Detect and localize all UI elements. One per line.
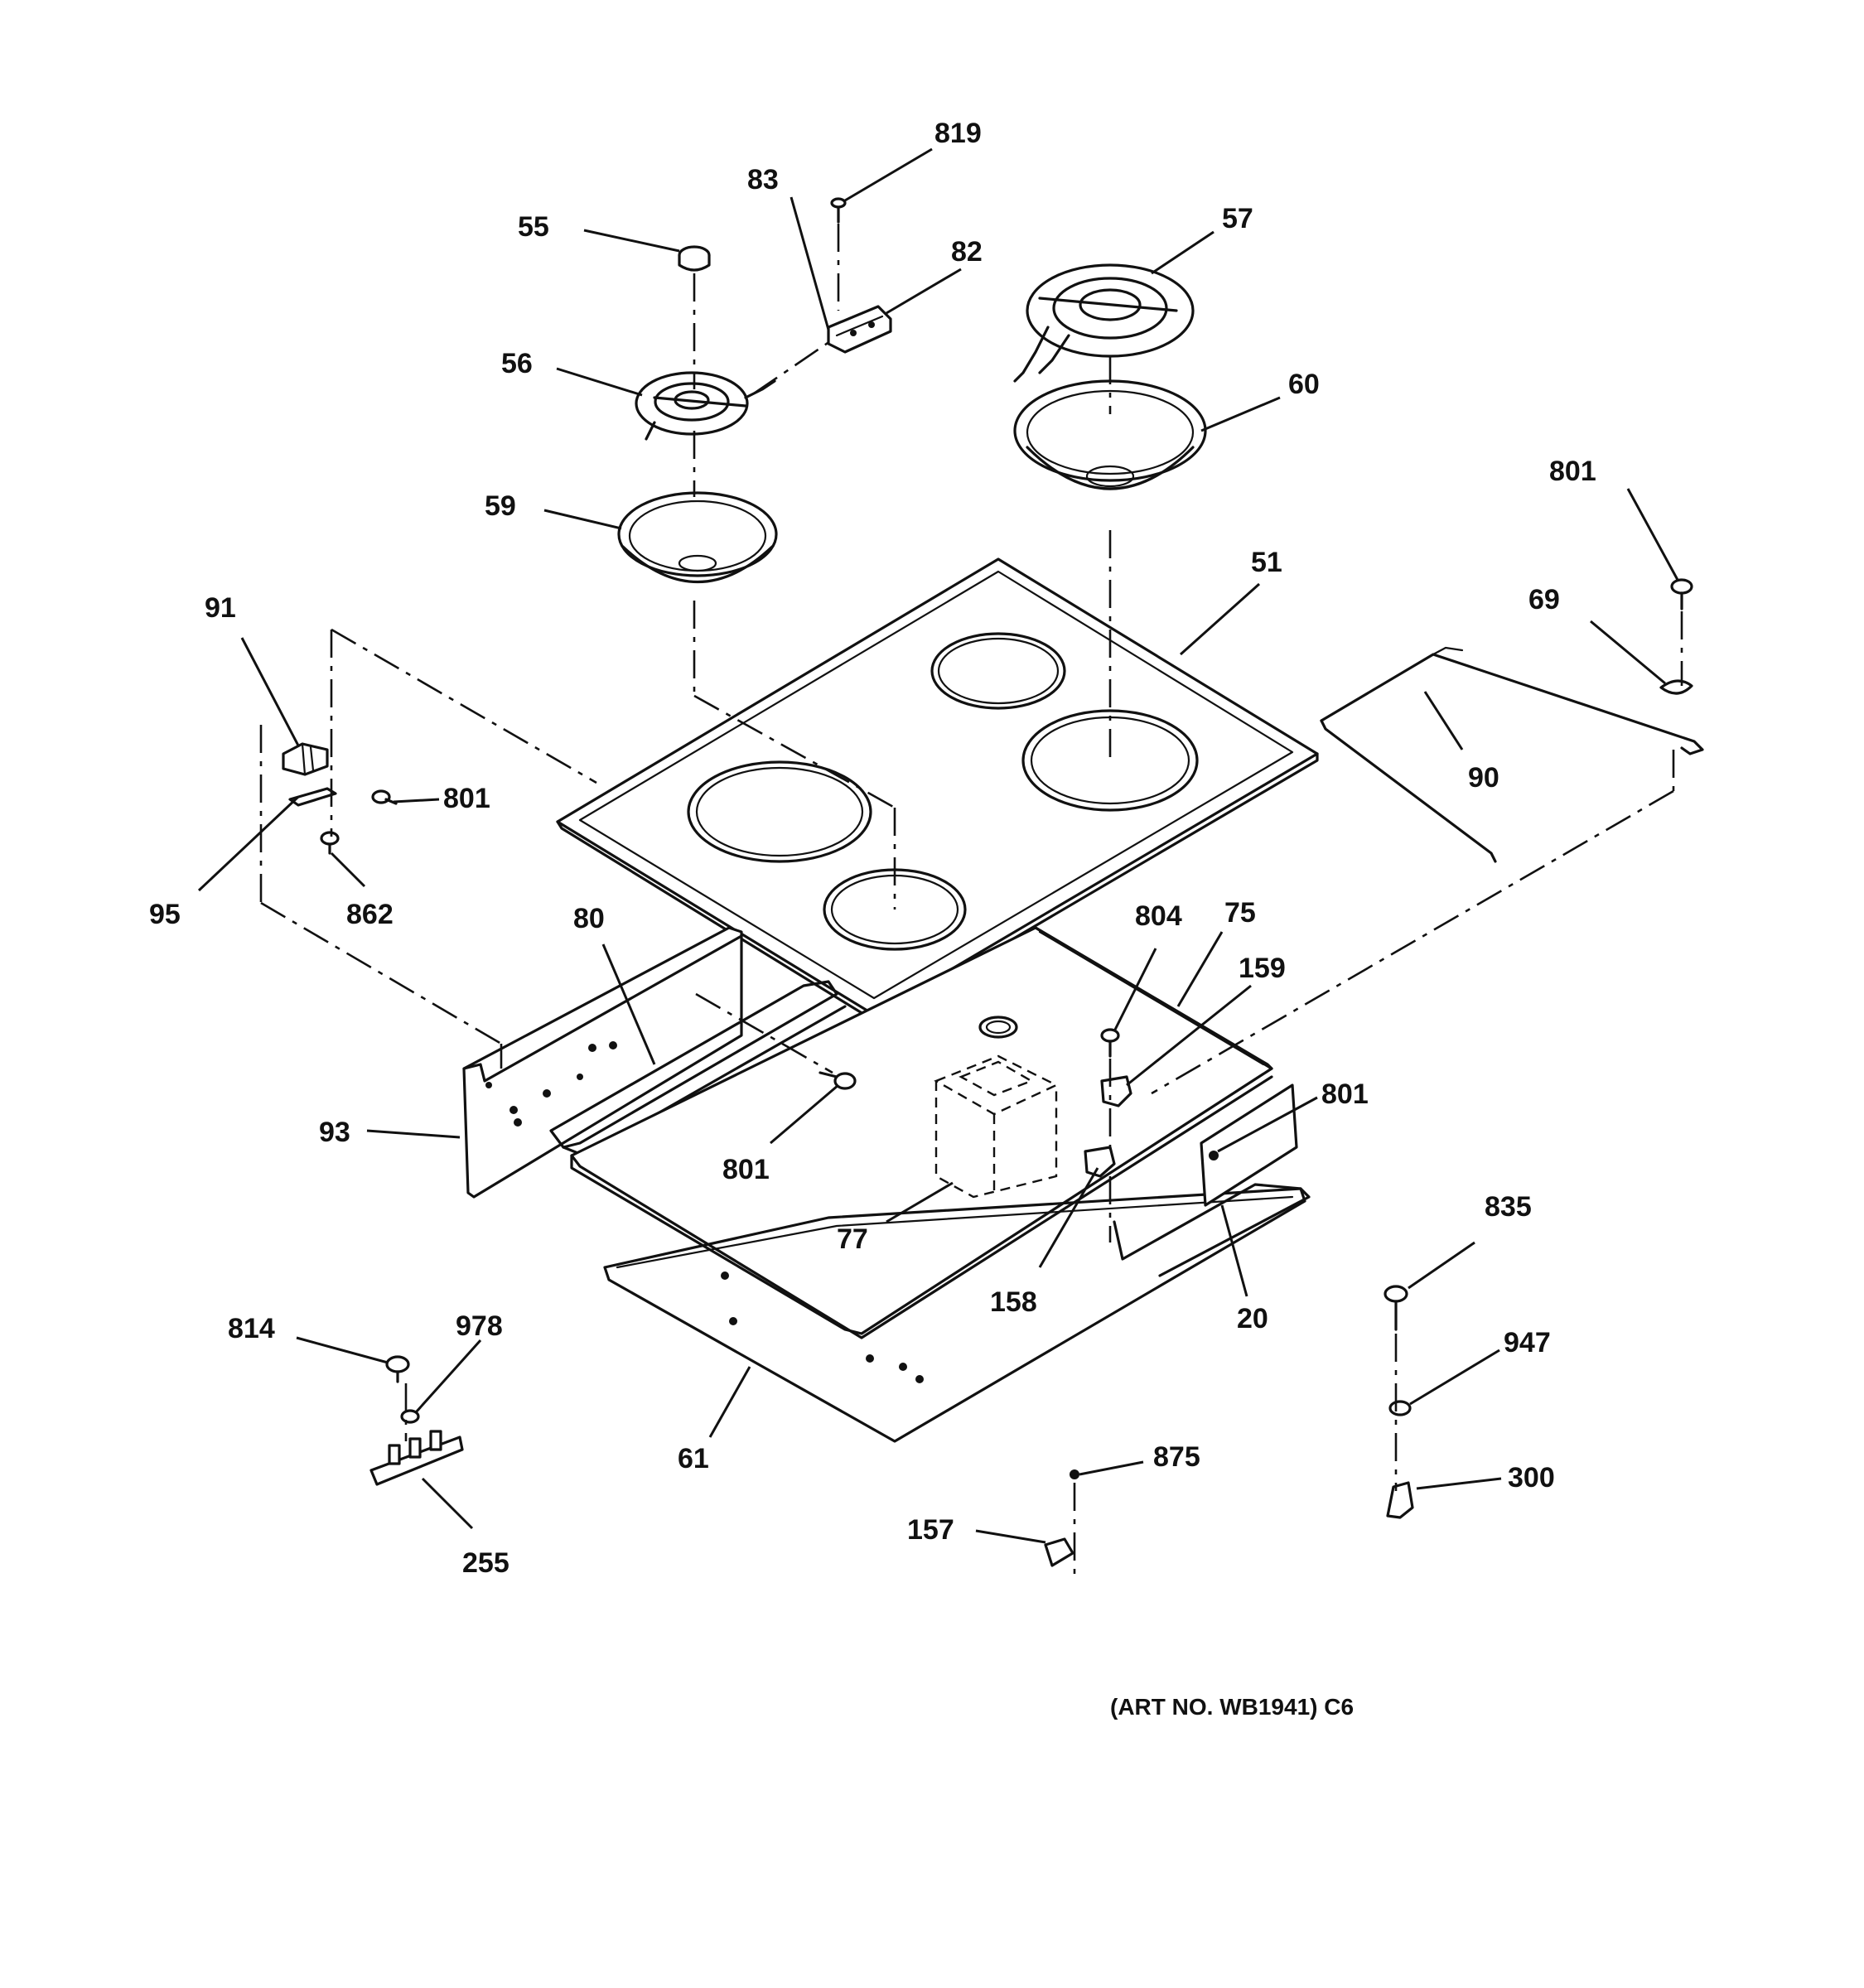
burner-box <box>570 926 1273 1339</box>
label-69: 69 <box>1528 584 1560 615</box>
receptacle-82 <box>827 305 892 354</box>
washer-947 <box>1388 1400 1412 1416</box>
screw-801-top-right <box>1670 578 1693 610</box>
screw-819 <box>830 197 847 224</box>
screw-814 <box>385 1355 410 1383</box>
screw-801-center <box>819 1071 857 1090</box>
bracket-90 <box>1320 646 1704 863</box>
label-804: 804 <box>1135 900 1182 932</box>
terminal-block-255 <box>369 1430 464 1486</box>
label-801-right: 801 <box>1321 1078 1369 1110</box>
assembly-lines <box>259 224 1683 1578</box>
screw-801-left <box>371 789 398 805</box>
label-80: 80 <box>573 903 605 934</box>
surface-unit-57 <box>1013 263 1195 383</box>
label-801-left: 801 <box>443 783 490 814</box>
washer-978 <box>400 1409 420 1424</box>
label-801-center: 801 <box>722 1154 770 1185</box>
clip-95 <box>288 787 337 807</box>
bracket-157 <box>1044 1537 1074 1567</box>
label-300: 300 <box>1508 1462 1555 1493</box>
label-51: 51 <box>1251 547 1282 578</box>
label-255: 255 <box>462 1547 509 1579</box>
label-77: 77 <box>837 1223 868 1255</box>
label-157: 157 <box>907 1514 954 1546</box>
leader-lines <box>197 147 1679 1544</box>
label-90: 90 <box>1468 762 1499 794</box>
label-20: 20 <box>1237 1303 1268 1334</box>
label-862: 862 <box>346 899 394 930</box>
screw-804 <box>1100 1028 1120 1058</box>
label-55: 55 <box>518 211 549 243</box>
label-875: 875 <box>1153 1441 1200 1473</box>
label-57: 57 <box>1222 203 1253 234</box>
bottom-pan-61 <box>603 1187 1306 1443</box>
label-82: 82 <box>951 236 983 268</box>
switch-158 <box>1084 1146 1116 1178</box>
label-819: 819 <box>934 118 982 149</box>
label-835: 835 <box>1485 1191 1532 1223</box>
label-83: 83 <box>747 164 779 195</box>
label-56: 56 <box>501 348 533 379</box>
bracket-91 <box>282 742 329 776</box>
side-panel-93 <box>462 926 743 1199</box>
leveler-300 <box>1386 1481 1414 1519</box>
fastener-69 <box>1659 679 1693 695</box>
label-93: 93 <box>319 1117 350 1148</box>
plate-20 <box>1113 1083 1311 1277</box>
box-77 <box>934 1016 1059 1199</box>
label-814: 814 <box>228 1313 275 1344</box>
label-75: 75 <box>1224 897 1256 929</box>
label-978: 978 <box>456 1310 503 1342</box>
label-801-top-right: 801 <box>1549 456 1596 487</box>
part-labels: 819 83 55 82 57 56 60 59 801 51 69 91 90… <box>149 118 1596 1579</box>
screw-875 <box>1070 1469 1079 1479</box>
screw-835 <box>1384 1285 1408 1331</box>
label-59: 59 <box>485 490 516 522</box>
label-60: 60 <box>1288 369 1320 400</box>
cap-55 <box>678 245 711 272</box>
label-159: 159 <box>1239 953 1286 984</box>
label-95: 95 <box>149 899 181 930</box>
label-61: 61 <box>678 1443 709 1474</box>
label-158: 158 <box>990 1286 1037 1318</box>
label-91: 91 <box>205 592 236 624</box>
drip-pan-59 <box>617 491 778 584</box>
surface-unit-56 <box>635 371 776 441</box>
label-947: 947 <box>1504 1327 1551 1358</box>
screw-862 <box>320 831 340 855</box>
cooktop-51 <box>556 557 1319 1022</box>
art-number-caption: (ART NO. WB1941) C6 <box>1110 1694 1354 1720</box>
